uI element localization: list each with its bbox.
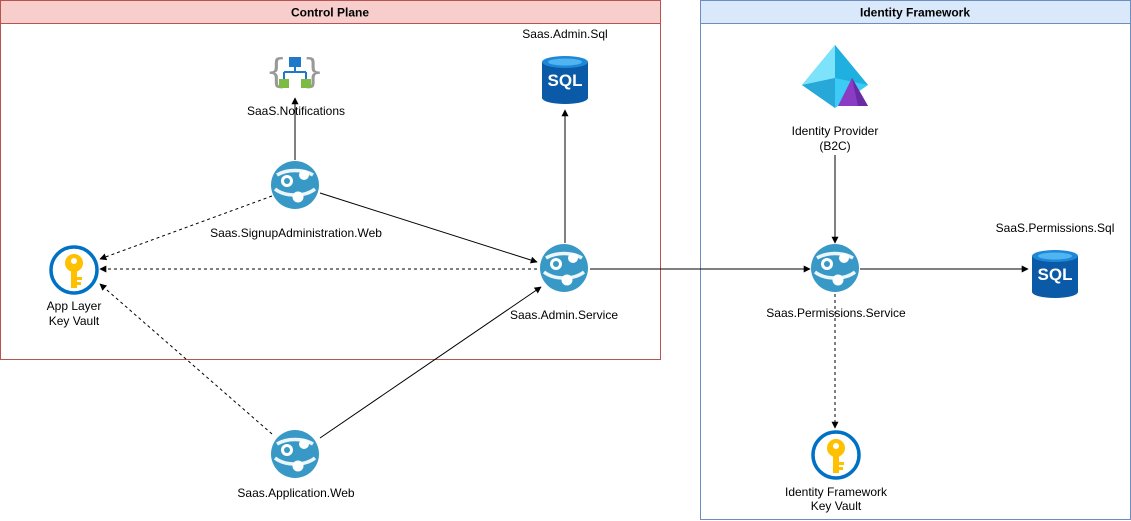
identity-key-vault-label-line1: Identity Framework [785,485,888,499]
node-identity-framework-key-vault[interactable]: Identity Framework Key Vault [785,430,888,513]
identity-provider-label-line2: (B2C) [819,139,850,153]
app-service-icon [269,159,321,211]
edge-application-web-to-admin-service [319,286,542,439]
admin-service-label: Saas.Admin.Service [510,308,618,322]
svg-text:SQL: SQL [1038,265,1073,284]
permissions-service-label: Saas.Permissions.Service [766,306,906,320]
app-service-icon [538,242,590,294]
app-service-icon [269,428,321,480]
key-vault-icon [49,245,99,295]
edge-signup-to-admin-service [319,192,538,264]
identity-key-vault-label-line2: Key Vault [811,499,862,513]
node-app-layer-key-vault[interactable]: App Layer Key Vault [47,245,102,328]
node-saas-notifications[interactable]: { } SaaS.Notifications [247,52,345,118]
admin-sql-label: Saas.Admin.Sql [522,27,607,41]
node-saas-signup-administration-web[interactable]: Saas.SignupAdministration.Web [210,159,382,240]
edge-application-web-to-app-key-vault [99,283,273,435]
identity-provider-label-line1: Identity Provider [792,124,879,138]
node-saas-admin-sql[interactable]: Saas.Admin.Sql SQL [522,27,608,104]
azure-ad-b2c-icon [802,45,868,108]
edges [99,97,1029,439]
app-service-icon [809,242,861,294]
notifications-label: SaaS.Notifications [247,104,345,118]
identity-framework-title: Identity Framework [860,6,970,20]
app-key-vault-label-line2: Key Vault [49,314,100,328]
key-vault-icon [811,430,861,480]
logic-app-icon: { } [266,52,323,92]
application-web-label: Saas.Application.Web [237,486,355,500]
sql-database-icon: SQL [1032,250,1078,298]
node-saas-permissions-service[interactable]: Saas.Permissions.Service [766,242,906,320]
node-saas-admin-service[interactable]: Saas.Admin.Service [510,242,618,322]
control-plane-header [0,0,661,24]
signup-web-label: Saas.SignupAdministration.Web [210,226,382,240]
sql-database-icon: SQL [542,56,588,104]
node-identity-provider[interactable]: Identity Provider (B2C) [792,45,879,153]
control-plane-title: Control Plane [291,6,369,20]
app-key-vault-label-line1: App Layer [47,299,102,313]
edge-signup-to-app-key-vault [99,195,273,261]
svg-text:SQL: SQL [548,71,583,90]
node-saas-permissions-sql[interactable]: SaaS.Permissions.Sql SQL [996,221,1115,298]
permissions-sql-label: SaaS.Permissions.Sql [996,221,1115,235]
node-saas-application-web[interactable]: Saas.Application.Web [237,428,355,500]
